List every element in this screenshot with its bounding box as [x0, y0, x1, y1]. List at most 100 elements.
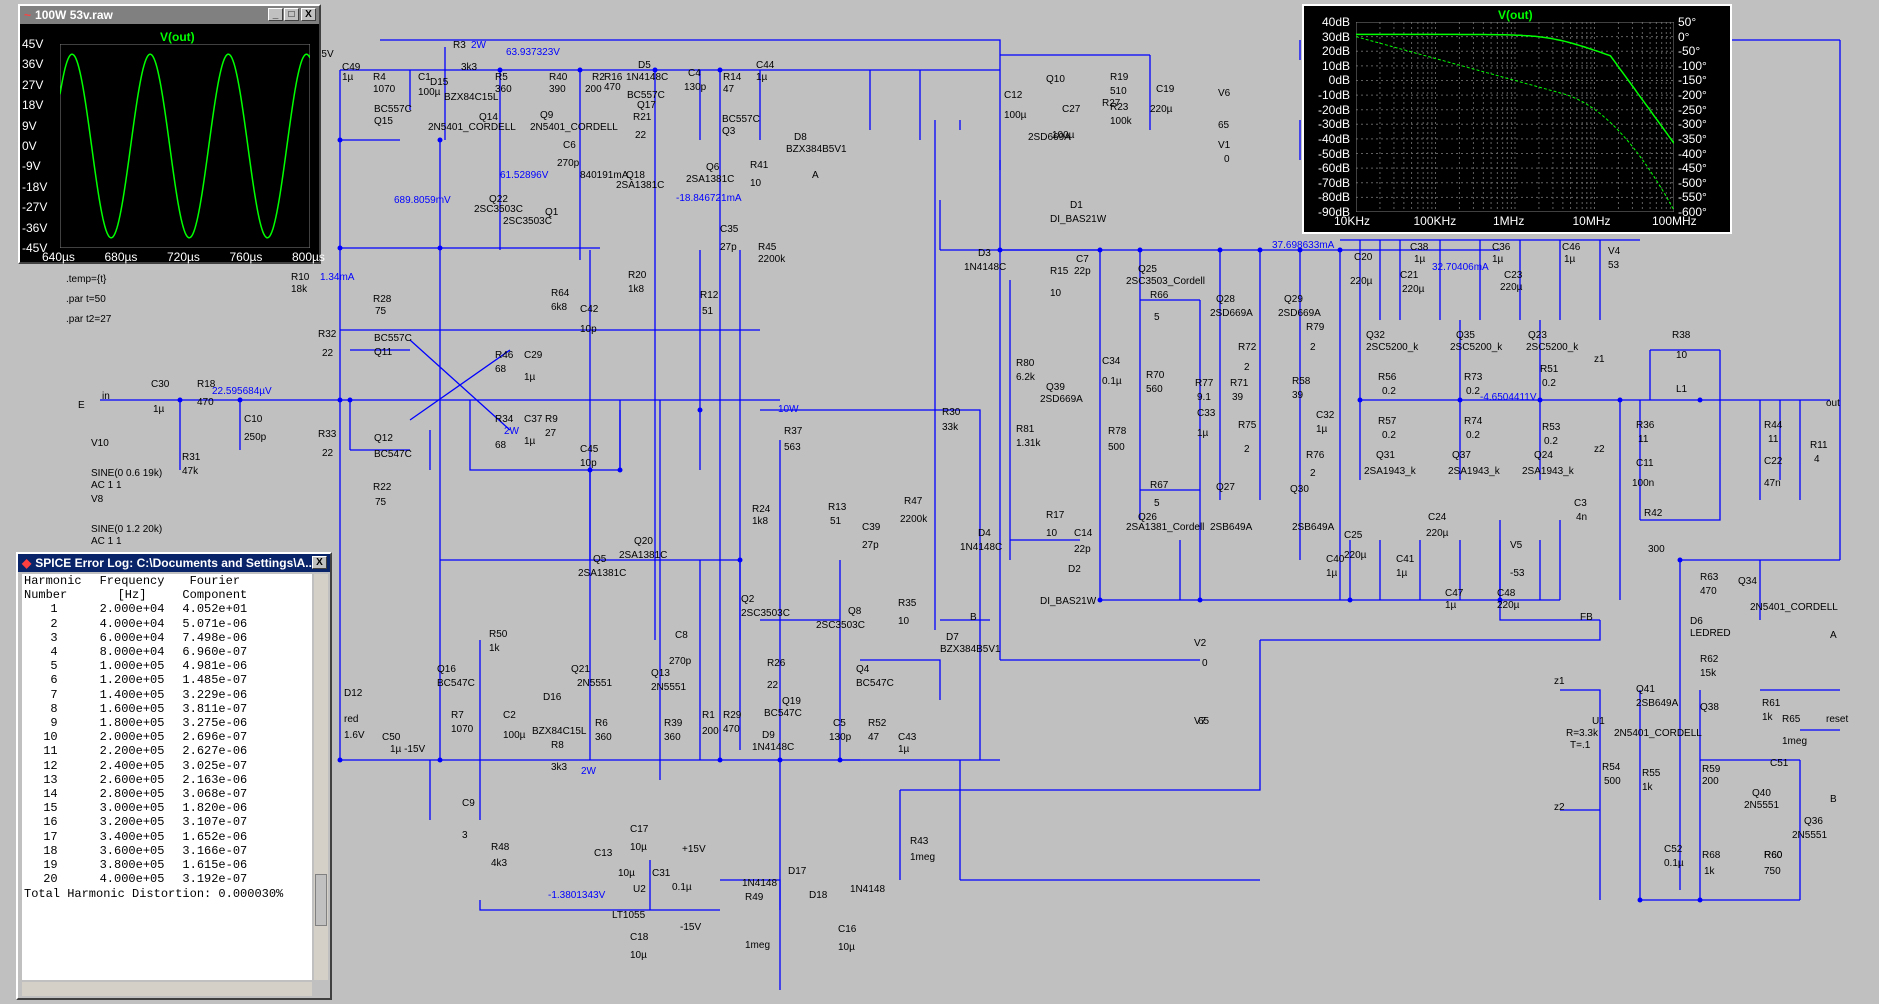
component-label: D5	[638, 60, 651, 71]
error-log-window[interactable]: ◆ SPICE Error Log: C:\Documents and Sett…	[16, 552, 332, 1000]
table-cell: 3.811e-07	[182, 701, 248, 716]
component-label: BC547C	[374, 449, 412, 460]
component-label: D1	[1070, 200, 1083, 211]
component-label: 1µ	[524, 372, 536, 383]
table-cell: 2	[50, 616, 58, 631]
component-label: 750	[1764, 866, 1781, 877]
junction-dot	[1497, 597, 1503, 603]
component-label: C10	[244, 414, 263, 425]
component-label: Q24	[1534, 450, 1553, 461]
component-label: 37.698633mA	[1272, 240, 1335, 251]
component-label: Q39	[1046, 382, 1065, 393]
component-label: Q6	[706, 162, 720, 173]
component-label: Q20	[634, 536, 653, 547]
component-label: 1N4148	[742, 878, 777, 889]
waveform-plot[interactable]	[60, 44, 310, 248]
component-label: C50	[382, 732, 401, 743]
table-cell: 3.192e-07	[182, 872, 248, 887]
x-tick-label: 1MHz	[1493, 214, 1525, 228]
bode-plot[interactable]	[1356, 22, 1674, 212]
component-label: -4.6504411V	[1480, 392, 1537, 403]
minimize-button[interactable]: _	[268, 8, 283, 21]
component-label: C3	[1574, 498, 1587, 509]
table-cell: 2.000e+04	[99, 602, 165, 617]
component-label: C18	[630, 932, 649, 943]
component-label: 470	[1700, 586, 1717, 597]
component-label: 22.595684µV	[212, 386, 272, 397]
component-label: Q4	[856, 664, 870, 675]
component-label: R12	[700, 290, 719, 301]
component-label: 22	[635, 130, 647, 141]
component-label: Q22	[489, 194, 508, 205]
component-label: 65	[1198, 716, 1210, 727]
component-label: BZX84C15L	[532, 726, 587, 737]
component-label: 1µ	[1316, 424, 1328, 435]
magnitude-trace[interactable]	[1356, 33, 1674, 144]
component-label: BC557C	[374, 333, 412, 344]
component-label: LT1055	[612, 910, 646, 921]
component-label: 10p	[580, 324, 597, 335]
vertical-scrollbar[interactable]	[314, 574, 328, 980]
plot-window-titlebar[interactable]: ~ 100W 53v.raw	[20, 6, 319, 24]
x-tick-label: 680µs	[104, 250, 138, 264]
component-label: 22	[322, 448, 334, 459]
maximize-button[interactable]: □	[284, 8, 299, 21]
component-label: 10	[1050, 288, 1062, 299]
component-label: 22p	[1074, 266, 1091, 277]
component-label: Q27	[1216, 482, 1235, 493]
table-cell: 3.800e+05	[99, 858, 165, 873]
component-label: DI_BAS21W	[1050, 214, 1107, 225]
component-label: 1070	[451, 724, 474, 735]
component-label: V10	[91, 438, 109, 449]
component-label: 2W	[471, 40, 487, 51]
vout-trace[interactable]	[60, 53, 310, 239]
close-button[interactable]: X	[312, 556, 327, 569]
y-tick-label: -18V	[22, 179, 48, 194]
bode-trace-label[interactable]: V(out)	[1498, 8, 1533, 22]
component-label: D15	[430, 77, 449, 88]
junction-dot	[1337, 247, 1343, 253]
component-label: C11	[1636, 458, 1654, 469]
component-label: 75	[375, 306, 387, 317]
junction-dot	[1297, 247, 1303, 253]
error-log-titlebar[interactable]: ◆ SPICE Error Log: C:\Documents and Sett…	[18, 554, 330, 572]
component-label: C31	[652, 868, 671, 879]
component-label: 2SC5200_k	[1450, 342, 1503, 353]
junction-dot	[737, 557, 743, 563]
horizontal-scrollbar[interactable]	[22, 982, 312, 996]
component-label: E	[78, 400, 85, 411]
component-label: 18k	[291, 284, 308, 295]
component-label: 2SA1381C	[686, 174, 734, 185]
trace-label[interactable]: V(out)	[160, 30, 195, 44]
component-label: B	[1830, 794, 1837, 805]
component-label: C30	[151, 379, 170, 390]
table-cell: 2.627e-06	[182, 744, 248, 759]
component-label: R35	[898, 598, 917, 609]
close-button[interactable]: X	[301, 8, 316, 21]
component-label: 1k	[1704, 866, 1716, 877]
component-label: 2SD669A	[1028, 132, 1071, 143]
junction-dot	[337, 245, 343, 251]
column-header: Harmonic	[24, 574, 82, 588]
table-cell: 4	[50, 645, 58, 660]
phase-trace[interactable]	[1356, 36, 1674, 211]
phase-tick-label: -250°	[1678, 102, 1707, 117]
component-label: R55	[1642, 768, 1661, 779]
component-label: 3k3	[461, 62, 478, 73]
component-label: V4	[1608, 246, 1621, 257]
component-label: C47	[1445, 588, 1464, 599]
scroll-thumb[interactable]	[315, 874, 327, 926]
table-cell: 1.652e-06	[182, 829, 248, 844]
phase-tick-label: -200°	[1678, 88, 1707, 103]
component-label: C17	[630, 824, 649, 835]
component-label: C52	[1664, 844, 1683, 855]
junction-dot	[717, 67, 723, 73]
phase-tick-label: -450°	[1678, 161, 1707, 176]
